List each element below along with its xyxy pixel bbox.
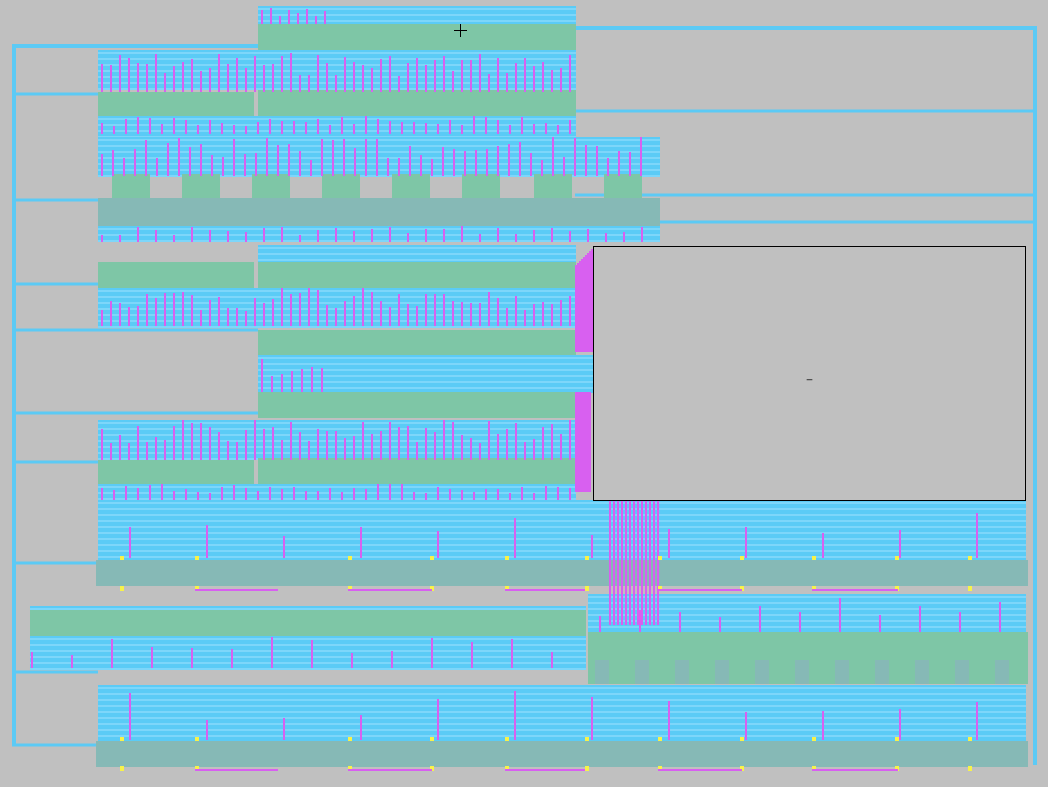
row2-poly-tab — [182, 174, 220, 200]
pin-marker — [658, 766, 662, 771]
row1b-metal — [98, 116, 576, 138]
row7-right-poly-tab — [915, 660, 929, 684]
pin-marker — [812, 556, 816, 560]
pin-marker — [430, 737, 434, 741]
pin-marker — [585, 586, 589, 591]
row2-poly-tab — [462, 174, 500, 200]
pin-marker — [968, 766, 972, 771]
row7-right-poly-tab — [675, 660, 689, 684]
row5-poly-left — [98, 460, 254, 484]
cursor-crosshair-icon — [454, 24, 467, 37]
pin-marker — [895, 556, 899, 560]
top-poly-bar — [258, 24, 576, 50]
row4-poly-bottom — [258, 392, 576, 418]
pin-marker — [505, 737, 509, 741]
row2-poly-tab — [112, 174, 150, 200]
pin-marker — [968, 737, 972, 741]
pin-marker — [120, 556, 124, 560]
pin-marker — [195, 556, 199, 560]
row2-poly-tab — [604, 174, 642, 200]
row2-poly-tab — [322, 174, 360, 200]
pin-marker — [120, 737, 124, 741]
row2-poly-tab — [534, 174, 572, 200]
pin-marker — [740, 737, 744, 741]
row5b-metal — [98, 484, 576, 500]
row2b-metal — [98, 226, 660, 242]
preview-panel-label: _ — [806, 367, 813, 380]
pin-marker — [348, 556, 352, 560]
row8-metal — [98, 685, 1026, 741]
pin-marker — [430, 586, 434, 591]
row3-poly-right — [258, 262, 576, 290]
row5-poly-right — [258, 458, 576, 484]
cell-blocks — [30, 6, 1028, 767]
pin-marker — [505, 766, 509, 771]
pin-marker — [968, 556, 972, 560]
pin-marker — [195, 586, 199, 591]
row7-right-poly-tab — [875, 660, 889, 684]
pin-marker — [812, 586, 816, 591]
row7-right-poly-tab — [595, 660, 609, 684]
pin-marker — [895, 586, 899, 591]
row1-poly-left — [98, 92, 254, 116]
pin-marker — [120, 586, 124, 591]
pin-marker — [430, 766, 434, 771]
row4-metal — [258, 355, 593, 393]
routing-wires — [12, 26, 1037, 765]
row7-right-poly-tab — [715, 660, 729, 684]
pin-marker — [812, 737, 816, 741]
pin-marker — [585, 766, 589, 771]
pin-marker — [895, 766, 899, 771]
row6-poly-bar — [96, 560, 1028, 586]
row7-right-poly-tab — [995, 660, 1009, 684]
pin-marker — [505, 586, 509, 591]
row1-poly-right — [258, 90, 576, 116]
pin-marker — [740, 556, 744, 560]
pin-marker — [430, 556, 434, 560]
pin-marker — [740, 766, 744, 771]
pin-marker — [658, 586, 662, 591]
pin-marker — [585, 737, 589, 741]
pin-marker — [348, 737, 352, 741]
pin-markers — [120, 556, 972, 771]
pin-marker — [120, 766, 124, 771]
pin-marker — [968, 586, 972, 591]
pin-marker — [895, 737, 899, 741]
pin-marker — [195, 737, 199, 741]
pin-marker — [195, 766, 199, 771]
row2-poly-bar — [98, 198, 660, 226]
row6-metal — [98, 500, 1026, 560]
row8-poly-bar — [96, 741, 1028, 767]
row7-right-poly-tab — [755, 660, 769, 684]
row7-right-poly-tab — [635, 660, 649, 684]
pin-marker — [585, 556, 589, 560]
row2-poly-tab — [252, 174, 290, 200]
row7-right-poly-tab — [795, 660, 809, 684]
row4-poly-top — [258, 330, 576, 356]
pin-marker — [348, 586, 352, 591]
row7-poly — [30, 610, 586, 636]
pin-marker — [812, 766, 816, 771]
pin-marker — [740, 586, 744, 591]
pin-marker — [658, 556, 662, 560]
pin-marker — [348, 766, 352, 771]
preview-panel[interactable]: _ — [593, 246, 1026, 501]
via-lines — [31, 8, 1001, 740]
row7-right-poly-tab — [835, 660, 849, 684]
row7-right-poly-tab — [955, 660, 969, 684]
pin-marker — [505, 556, 509, 560]
pin-marker — [658, 737, 662, 741]
row2-poly-tab — [392, 174, 430, 200]
row3-poly-left — [98, 262, 254, 288]
